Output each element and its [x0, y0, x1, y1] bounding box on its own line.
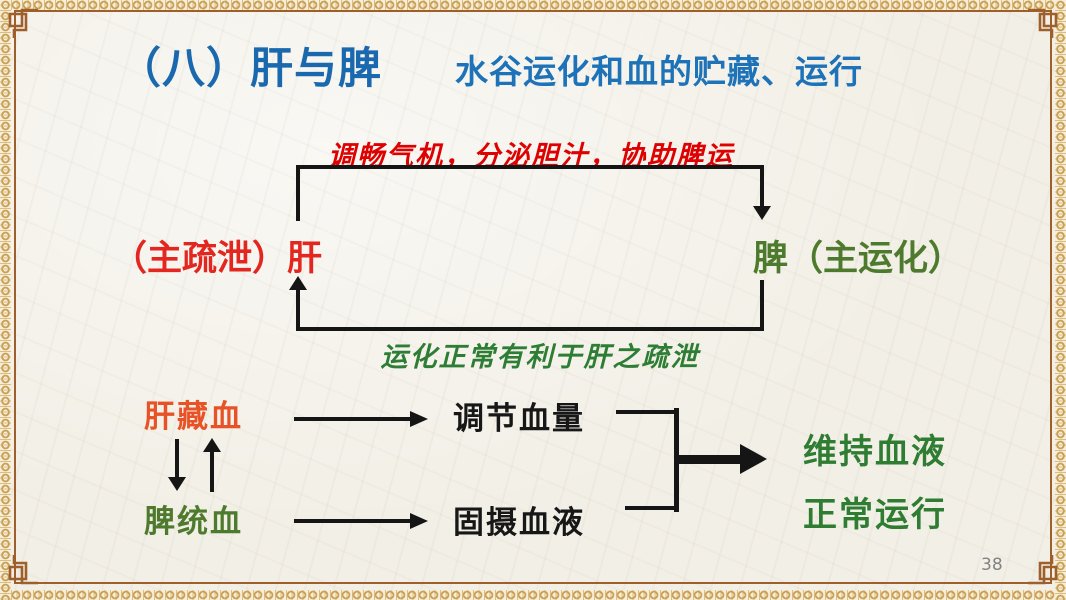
mutual-line-down	[175, 439, 179, 478]
outcome-label-line2: 正常运行	[803, 495, 947, 535]
slide-subtitle: 水谷运化和血的贮藏、运行	[455, 52, 863, 91]
outcome-label-line1: 维持血液	[803, 432, 947, 472]
loop-line-right-down2	[760, 280, 764, 331]
arrow-line	[294, 417, 412, 421]
knot-corner-icon	[1028, 8, 1058, 38]
loop-line-left-up2	[296, 289, 300, 331]
spleen-effect-label: 固摄血液	[453, 505, 585, 541]
loop-line-top	[296, 165, 764, 169]
bracket-line-top	[616, 410, 678, 414]
mutual-line-up	[210, 451, 214, 492]
loop-line-right-down	[760, 165, 764, 208]
slide-title: （八）肝与脾	[118, 44, 382, 94]
liver-effect-label: 调节血量	[453, 401, 585, 437]
thick-arrow-shaft	[679, 455, 741, 464]
liver-role-label: 肝藏血	[144, 399, 243, 435]
arrow-down-icon	[753, 206, 771, 220]
knot-corner-icon	[1028, 555, 1058, 585]
spleen-role-label: 脾统血	[144, 504, 243, 540]
border-pattern-right	[1055, 0, 1066, 600]
knot-corner-icon	[8, 8, 38, 38]
spleen-node-label: 脾（主运化）	[753, 239, 964, 279]
arrow-up-icon	[203, 438, 221, 452]
loop-line-bottom	[296, 327, 764, 331]
bracket-line-vertical	[674, 408, 679, 512]
arrow-right-icon	[410, 411, 428, 427]
border-pattern-left	[0, 0, 11, 600]
border-pattern-bottom	[0, 590, 1066, 600]
loop-line-left-up	[296, 165, 300, 221]
knot-corner-icon	[8, 555, 38, 585]
liver-node-label: （主疏泄）肝	[112, 239, 323, 279]
arrow-down-icon	[168, 477, 186, 491]
border-pattern-top	[0, 0, 1066, 10]
bracket-line-bottom	[625, 506, 678, 510]
arrow-right-icon	[410, 513, 428, 529]
thick-arrow-right-icon	[740, 444, 767, 474]
loop-bottom-label: 运化正常有利于肝之疏泄	[380, 342, 700, 373]
arrow-up-icon	[289, 276, 307, 290]
page-number: 38	[981, 555, 1003, 575]
arrow-line	[294, 519, 412, 523]
